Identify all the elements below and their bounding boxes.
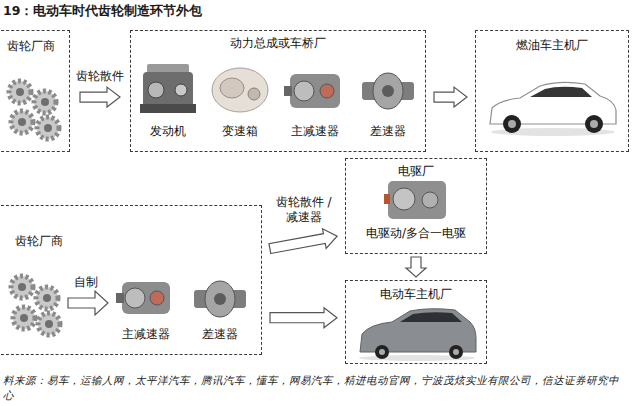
gears-picture-part bbox=[13, 307, 35, 329]
edrive-picture-part bbox=[422, 192, 438, 208]
gears-picture-part bbox=[34, 91, 56, 113]
sedan-picture-part bbox=[590, 120, 598, 128]
suv-picture bbox=[359, 309, 476, 361]
gears-picture-part bbox=[37, 117, 59, 139]
box-heading: 电驱厂 bbox=[350, 164, 482, 179]
differential-picture-part bbox=[205, 281, 235, 317]
gearbox-picture-part bbox=[248, 88, 260, 100]
engine-picture bbox=[140, 64, 196, 113]
sedan-picture-part bbox=[585, 115, 603, 133]
reducer-picture-part bbox=[320, 84, 334, 98]
reducer-picture-part bbox=[125, 288, 145, 308]
engine-picture-part bbox=[148, 82, 164, 98]
differential-picture-part bbox=[214, 293, 226, 305]
edrive-picture bbox=[384, 181, 446, 219]
part-name: 差速器 bbox=[202, 327, 238, 341]
box-heading: 齿轮厂商 bbox=[15, 234, 257, 249]
box-heading: 电动车主机厂 bbox=[350, 287, 482, 302]
differential-picture-part bbox=[373, 73, 403, 109]
suv-picture-part bbox=[375, 345, 389, 359]
box-heading: 燃油车主机厂 bbox=[480, 38, 624, 53]
reducer-picture-part bbox=[150, 291, 164, 305]
supplier-box: 齿轮厂商 bbox=[0, 30, 70, 152]
gears-picture-part bbox=[38, 313, 60, 335]
gears-picture bbox=[11, 276, 60, 335]
block-arrow bbox=[270, 308, 337, 328]
engine-picture-part bbox=[175, 84, 187, 96]
self-made-arrow-part bbox=[68, 291, 108, 315]
reducer-picture bbox=[284, 74, 340, 108]
oem-box: 燃油车主机厂 bbox=[475, 30, 629, 152]
edrive-picture-part bbox=[384, 194, 390, 204]
differential-picture bbox=[362, 73, 414, 109]
reducer-picture-part bbox=[294, 81, 314, 101]
gearbox-picture-part bbox=[220, 78, 244, 98]
part-name: 自制 bbox=[74, 275, 98, 289]
reducer-picture-part bbox=[122, 282, 170, 314]
suv-picture-part bbox=[400, 312, 462, 322]
self-made-arrow bbox=[68, 291, 108, 315]
gears-picture-part bbox=[9, 81, 31, 103]
gearbox-picture-part bbox=[212, 68, 268, 112]
gears-picture-part bbox=[11, 276, 33, 298]
gears-picture-part bbox=[36, 287, 58, 309]
differential-picture bbox=[194, 281, 246, 317]
edrive-box: 电驱厂电驱动/多合一电驱 bbox=[345, 158, 487, 254]
oem-box: 电动车主机厂 bbox=[345, 280, 487, 364]
gears-picture bbox=[9, 81, 59, 139]
figure-title: 19：电动车时代齿轮制造环节外包 bbox=[3, 3, 202, 19]
suv-picture-part bbox=[453, 349, 459, 355]
engine-picture-part bbox=[143, 72, 193, 108]
gears-picture-part bbox=[11, 111, 33, 133]
box-heading: 齿轮厂商 bbox=[7, 39, 65, 54]
part-name: 主减速器 bbox=[291, 124, 339, 138]
sedan-picture-part bbox=[503, 115, 521, 133]
edrive-picture-part bbox=[388, 181, 446, 219]
gearbox-picture bbox=[212, 68, 268, 112]
sedan-picture-part bbox=[530, 87, 592, 97]
reducer-picture-part bbox=[284, 86, 292, 96]
arrow-label: 齿轮散件 /减速器 bbox=[273, 195, 335, 225]
suv-picture-part bbox=[379, 349, 385, 355]
block-arrow bbox=[80, 87, 120, 107]
part-name: 变速箱 bbox=[222, 124, 258, 138]
part-name: 主减速器 bbox=[122, 327, 170, 341]
reducer-picture bbox=[116, 282, 170, 314]
sedan-picture bbox=[490, 82, 616, 136]
differential-picture-part bbox=[382, 85, 394, 97]
part-name: 发动机 bbox=[150, 124, 186, 138]
source-caption: 料来源：易车，运输人网，太平洋汽车，腾讯汽车，懂车，网易汽车，精进电动官网，宁波… bbox=[3, 373, 627, 403]
part-name: 差速器 bbox=[370, 124, 406, 138]
reducer-picture-part bbox=[290, 74, 340, 108]
reducer-picture-part bbox=[116, 293, 124, 303]
edrive-picture-part bbox=[393, 188, 415, 210]
sedan-picture-part bbox=[508, 120, 516, 128]
block-arrow bbox=[406, 257, 426, 277]
block-arrow bbox=[434, 87, 467, 107]
arrow-label: 齿轮散件 bbox=[74, 69, 126, 84]
engine-picture-part bbox=[140, 104, 196, 113]
box-heading: 动力总成或车桥厂 bbox=[135, 36, 421, 51]
box-text: 电驱动/多合一电驱 bbox=[350, 226, 482, 241]
block-arrow bbox=[269, 229, 337, 254]
suv-picture-part bbox=[449, 345, 463, 359]
